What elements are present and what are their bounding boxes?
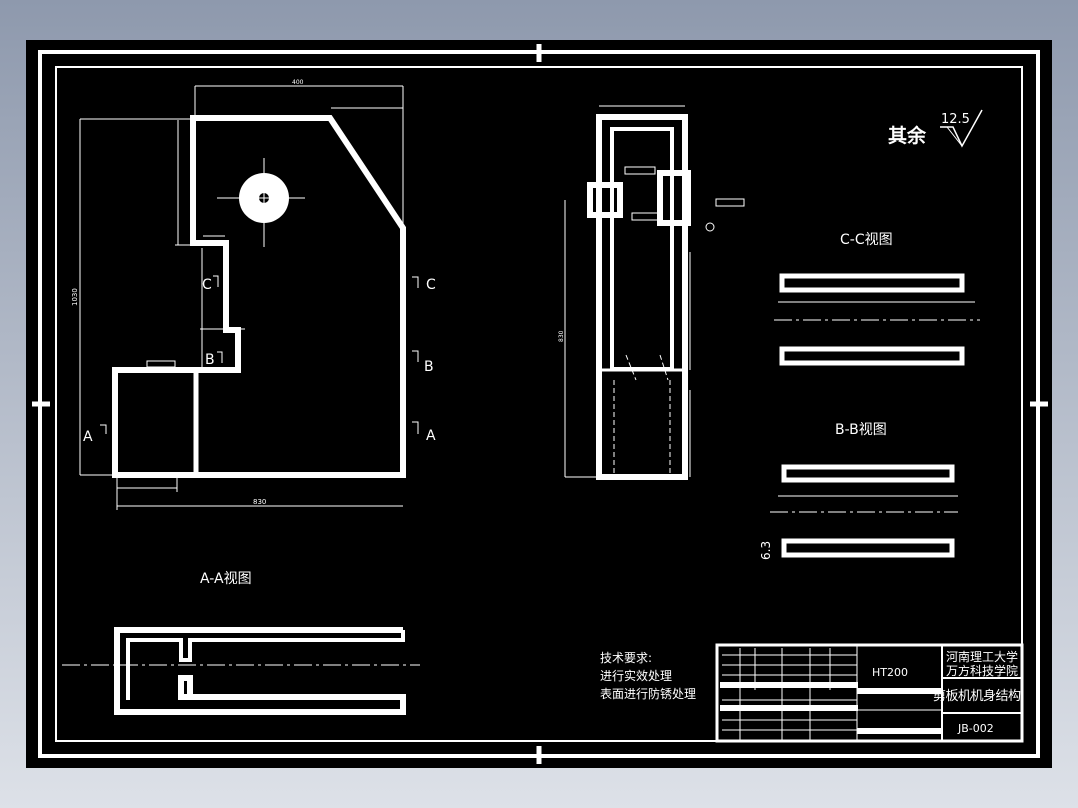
section-bb (770, 464, 958, 558)
section-mark-c-left: C (202, 277, 212, 293)
surface-finish-symbol (940, 109, 983, 148)
tech-req-line-1: 进行实效处理 (600, 668, 672, 683)
section-mark-b-right: B (424, 359, 434, 375)
tech-req-line-2: 表面进行防锈处理 (600, 686, 696, 701)
surface-finish-label: 其余 (888, 124, 927, 147)
part-name: 剪板机机身结构 (933, 688, 1021, 704)
school-line-2: 万方科技学院 (946, 663, 1018, 678)
material-label: HT200 (872, 666, 908, 679)
section-cc (774, 273, 980, 366)
tech-req-title: 技术要求: (600, 651, 652, 665)
drawing-number: JB-002 (957, 722, 994, 735)
dim-830: 830 (253, 498, 266, 506)
section-mark-b-left: B (205, 352, 215, 368)
dim-830-side: 830 (558, 330, 565, 342)
dim-400: 400 (292, 79, 304, 86)
school-line-1: 河南理工大学 (946, 649, 1018, 664)
title-block (715, 643, 1024, 743)
drawing-frame (32, 44, 1048, 764)
section-mark-a-left: A (83, 429, 93, 445)
surface-finish-value: 12.5 (941, 112, 970, 127)
main-view: 400 1030 830 C C B B A A (71, 79, 436, 510)
dim-1030: 1030 (71, 288, 79, 306)
section-aa (62, 627, 420, 715)
section-mark-a-right: A (426, 428, 436, 444)
section-mark-c-right: C (426, 277, 436, 293)
section-title-bb: B-B视图 (835, 422, 887, 438)
side-view: 830 (558, 105, 745, 480)
section-title-cc: C-C视图 (840, 232, 893, 248)
section-title-aa: A-A视图 (200, 571, 252, 587)
surface-finish-6-3: 6.3 (759, 541, 773, 560)
